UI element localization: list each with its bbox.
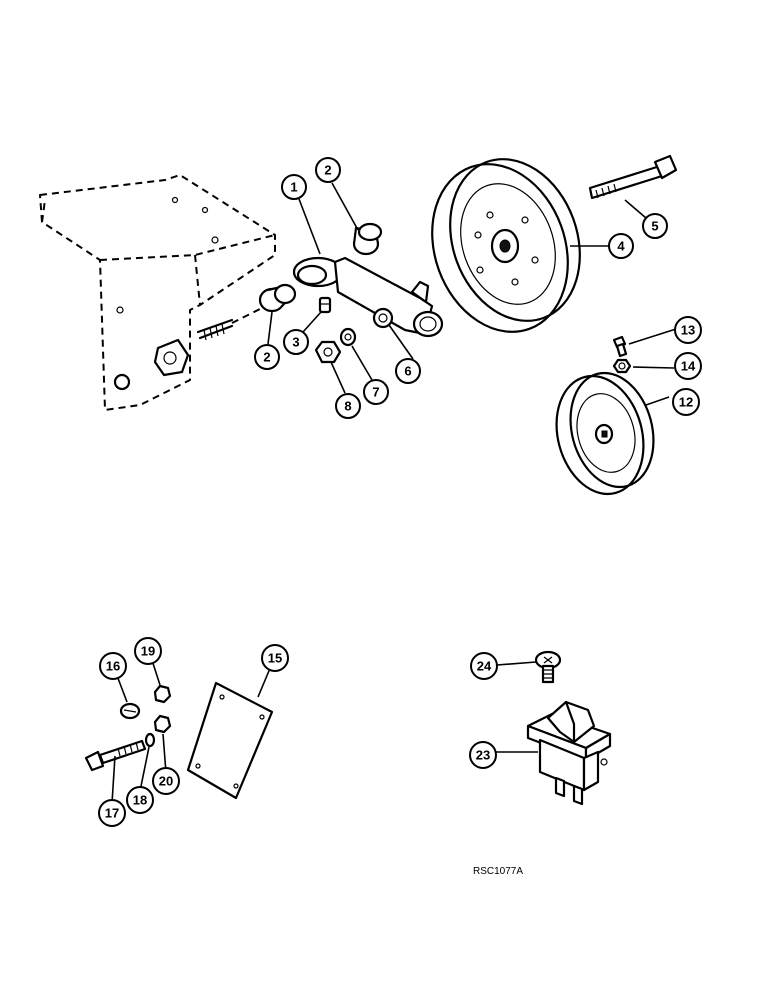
- callout-23: 23: [469, 741, 497, 769]
- callout-20: 20: [152, 767, 180, 795]
- svg-text:12: 12: [679, 395, 693, 410]
- callout-17: 17: [98, 799, 126, 827]
- svg-text:2: 2: [263, 350, 270, 365]
- callout-6: 6: [395, 358, 421, 384]
- reference-code: RSC1077A: [473, 866, 523, 877]
- washer-6: [372, 307, 394, 329]
- callout-16: 16: [99, 652, 127, 680]
- callout-2-upper: 2: [315, 157, 341, 183]
- callout-4: 4: [608, 233, 634, 259]
- svg-text:5: 5: [651, 219, 658, 234]
- svg-text:16: 16: [106, 659, 120, 674]
- grease-fitting: [318, 296, 332, 314]
- bolt-5: [588, 154, 678, 200]
- nut-8: [314, 340, 342, 364]
- idler-arm: [292, 256, 444, 338]
- svg-text:24: 24: [477, 659, 492, 674]
- svg-text:6: 6: [404, 364, 411, 379]
- leader-lines: [111, 182, 677, 804]
- svg-text:13: 13: [681, 323, 695, 338]
- callout-1: 1: [281, 174, 307, 200]
- bushing-upper: [352, 222, 383, 256]
- svg-text:20: 20: [159, 774, 173, 789]
- small-pulley: [555, 371, 655, 496]
- callout-12: 12: [672, 388, 700, 416]
- callout-15: 15: [261, 644, 289, 672]
- mounting-bracket: [39, 174, 276, 411]
- svg-text:3: 3: [292, 335, 299, 350]
- callout-19: 19: [134, 637, 162, 665]
- callout-13: 13: [674, 316, 702, 344]
- capscrew-13: [612, 335, 628, 358]
- callout-18: 18: [126, 786, 154, 814]
- large-idler-pulley: [431, 158, 581, 333]
- bushing-lower: [258, 283, 297, 313]
- lockwasher-7: [339, 327, 357, 347]
- callout-5: 5: [642, 213, 668, 239]
- svg-text:19: 19: [141, 644, 155, 659]
- svg-text:1: 1: [290, 180, 297, 195]
- callout-14: 14: [674, 352, 702, 380]
- screw-24: [534, 650, 562, 684]
- callout-3: 3: [283, 329, 309, 355]
- svg-text:23: 23: [476, 748, 490, 763]
- plate-15: [186, 681, 274, 800]
- callout-7: 7: [363, 379, 389, 405]
- callout-2-lower: 2: [254, 344, 280, 370]
- rocker-switch: [526, 700, 612, 806]
- svg-text:18: 18: [133, 793, 147, 808]
- nut-19: [153, 684, 172, 704]
- svg-text:17: 17: [105, 806, 119, 821]
- washer-18: [144, 732, 156, 748]
- bolt-17: [84, 739, 147, 772]
- svg-text:4: 4: [617, 239, 625, 254]
- svg-text:7: 7: [372, 385, 379, 400]
- bracket-stud: [196, 307, 263, 341]
- nut-14: [612, 358, 632, 374]
- callout-24: 24: [470, 652, 498, 680]
- callout-8: 8: [335, 393, 361, 419]
- nut-16: [119, 702, 141, 720]
- svg-text:14: 14: [681, 359, 696, 374]
- svg-text:15: 15: [268, 651, 282, 666]
- svg-text:2: 2: [324, 163, 331, 178]
- nut-20: [153, 714, 172, 734]
- svg-text:8: 8: [344, 399, 351, 414]
